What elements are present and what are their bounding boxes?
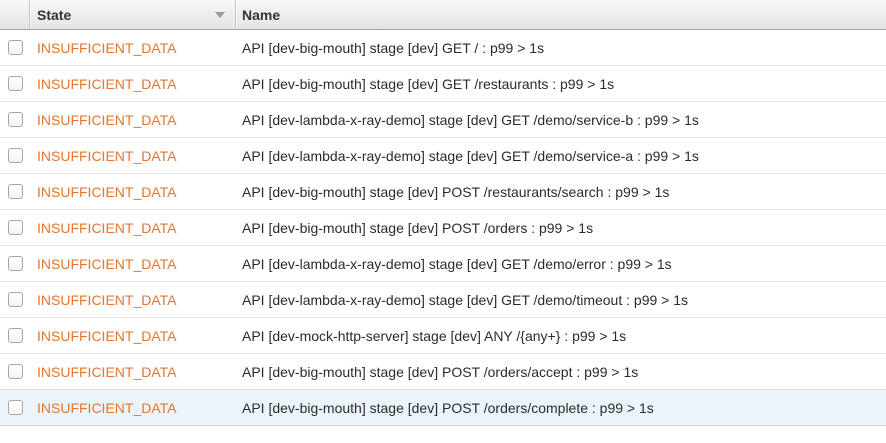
row-name-cell: API [dev-lambda-x-ray-demo] stage [dev] … [236,102,886,137]
header-select-all-cell [0,0,30,29]
alarm-name: API [dev-lambda-x-ray-demo] stage [dev] … [242,255,672,272]
alarm-name: API [dev-big-mouth] stage [dev] POST /or… [242,219,594,236]
row-checkbox-cell [0,354,30,389]
row-name-cell: API [dev-lambda-x-ray-demo] stage [dev] … [236,246,886,281]
alarm-name: API [dev-mock-http-server] stage [dev] A… [242,327,627,344]
table-row[interactable]: INSUFFICIENT_DATA API [dev-lambda-x-ray-… [0,282,886,318]
row-checkbox-cell [0,282,30,317]
table-body: INSUFFICIENT_DATA API [dev-big-mouth] st… [0,30,886,426]
table-row[interactable]: INSUFFICIENT_DATA API [dev-lambda-x-ray-… [0,102,886,138]
row-checkbox[interactable] [7,328,23,343]
alarm-name: API [dev-big-mouth] stage [dev] GET /res… [242,75,615,92]
row-state-cell: INSUFFICIENT_DATA [30,318,236,353]
alarm-state-badge: INSUFFICIENT_DATA [37,147,177,164]
row-name-cell: API [dev-big-mouth] stage [dev] POST /re… [236,174,886,209]
row-name-cell: API [dev-big-mouth] stage [dev] POST /or… [236,390,886,425]
row-checkbox[interactable] [7,292,23,307]
table-row[interactable]: INSUFFICIENT_DATA API [dev-lambda-x-ray-… [0,246,886,282]
row-checkbox[interactable] [7,76,23,91]
table-header-row: State Name [0,0,886,30]
row-checkbox-cell [0,174,30,209]
row-state-cell: INSUFFICIENT_DATA [30,210,236,245]
table-row[interactable]: INSUFFICIENT_DATA API [dev-lambda-x-ray-… [0,138,886,174]
row-state-cell: INSUFFICIENT_DATA [30,246,236,281]
table-row[interactable]: INSUFFICIENT_DATA API [dev-mock-http-ser… [0,318,886,354]
column-header-state-label: State [37,6,72,23]
table-row[interactable]: INSUFFICIENT_DATA API [dev-big-mouth] st… [0,390,886,426]
row-name-cell: API [dev-lambda-x-ray-demo] stage [dev] … [236,282,886,317]
alarm-name: API [dev-big-mouth] stage [dev] GET / : … [242,39,545,56]
alarm-name: API [dev-lambda-x-ray-demo] stage [dev] … [242,111,699,128]
alarm-state-badge: INSUFFICIENT_DATA [37,291,177,308]
row-checkbox-cell [0,138,30,173]
row-state-cell: INSUFFICIENT_DATA [30,30,236,65]
row-state-cell: INSUFFICIENT_DATA [30,390,236,425]
table-row[interactable]: INSUFFICIENT_DATA API [dev-big-mouth] st… [0,66,886,102]
alarm-state-badge: INSUFFICIENT_DATA [37,363,177,380]
row-state-cell: INSUFFICIENT_DATA [30,174,236,209]
alarm-name: API [dev-big-mouth] stage [dev] POST /or… [242,399,654,416]
row-name-cell: API [dev-big-mouth] stage [dev] POST /or… [236,354,886,389]
row-checkbox[interactable] [7,220,23,235]
row-checkbox-cell [0,66,30,101]
alarm-name: API [dev-big-mouth] stage [dev] POST /or… [242,363,639,380]
row-name-cell: API [dev-big-mouth] stage [dev] GET /res… [236,66,886,101]
row-checkbox-cell [0,318,30,353]
row-state-cell: INSUFFICIENT_DATA [30,354,236,389]
alarm-name: API [dev-lambda-x-ray-demo] stage [dev] … [242,147,699,164]
row-state-cell: INSUFFICIENT_DATA [30,282,236,317]
row-checkbox[interactable] [7,148,23,163]
alarm-state-badge: INSUFFICIENT_DATA [37,39,177,56]
row-checkbox[interactable] [7,40,23,55]
row-checkbox[interactable] [7,400,23,415]
alarm-name: API [dev-lambda-x-ray-demo] stage [dev] … [242,291,689,308]
column-header-name[interactable]: Name [236,0,886,29]
alarms-table: State Name INSUFFICIENT_DATA API [dev-bi… [0,0,886,426]
table-row[interactable]: INSUFFICIENT_DATA API [dev-big-mouth] st… [0,354,886,390]
row-checkbox-cell [0,30,30,65]
alarm-state-badge: INSUFFICIENT_DATA [37,219,177,236]
row-checkbox[interactable] [7,184,23,199]
row-state-cell: INSUFFICIENT_DATA [30,138,236,173]
column-header-state[interactable]: State [30,0,236,29]
alarm-state-badge: INSUFFICIENT_DATA [37,399,177,416]
row-state-cell: INSUFFICIENT_DATA [30,66,236,101]
row-name-cell: API [dev-big-mouth] stage [dev] GET / : … [236,30,886,65]
row-checkbox-cell [0,390,30,425]
row-checkbox-cell [0,246,30,281]
row-name-cell: API [dev-mock-http-server] stage [dev] A… [236,318,886,353]
row-checkbox[interactable] [7,256,23,271]
table-row[interactable]: INSUFFICIENT_DATA API [dev-big-mouth] st… [0,30,886,66]
sort-descending-icon[interactable] [215,12,225,18]
table-row[interactable]: INSUFFICIENT_DATA API [dev-big-mouth] st… [0,210,886,246]
row-name-cell: API [dev-lambda-x-ray-demo] stage [dev] … [236,138,886,173]
row-checkbox[interactable] [7,364,23,379]
row-name-cell: API [dev-big-mouth] stage [dev] POST /or… [236,210,886,245]
row-state-cell: INSUFFICIENT_DATA [30,102,236,137]
row-checkbox[interactable] [7,112,23,127]
column-header-name-label: Name [242,6,281,23]
alarm-state-badge: INSUFFICIENT_DATA [37,75,177,92]
row-checkbox-cell [0,102,30,137]
table-row[interactable]: INSUFFICIENT_DATA API [dev-big-mouth] st… [0,174,886,210]
alarm-state-badge: INSUFFICIENT_DATA [37,327,177,344]
alarm-state-badge: INSUFFICIENT_DATA [37,111,177,128]
alarm-state-badge: INSUFFICIENT_DATA [37,183,177,200]
row-checkbox-cell [0,210,30,245]
alarm-name: API [dev-big-mouth] stage [dev] POST /re… [242,183,670,200]
alarm-state-badge: INSUFFICIENT_DATA [37,255,177,272]
